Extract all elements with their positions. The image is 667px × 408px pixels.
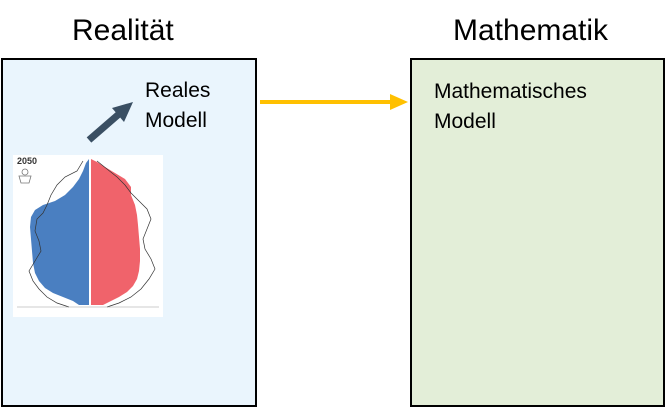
population-pyramid-graphic <box>17 159 159 308</box>
math-model-label-line2: Modell <box>434 110 496 133</box>
pyramid-year-label: 2050 <box>17 156 38 166</box>
real-model-label-line1: Reales <box>145 79 211 102</box>
population-pyramid-image: 2050 <box>13 155 163 317</box>
heading-mathematics: Mathematik <box>453 14 609 47</box>
heading-reality: Realität <box>72 14 174 47</box>
comparison-outline-right <box>96 160 156 308</box>
real-model-label-line2: Modell <box>145 109 207 132</box>
person-icon <box>18 168 32 184</box>
math-model-label-line1: Mathematisches <box>434 80 587 103</box>
mathematics-panel <box>410 58 665 407</box>
comparison-outline-left <box>28 160 84 308</box>
mathematization-arrow <box>260 94 408 110</box>
male-population-bars <box>30 159 89 305</box>
female-population-bars <box>91 159 140 305</box>
